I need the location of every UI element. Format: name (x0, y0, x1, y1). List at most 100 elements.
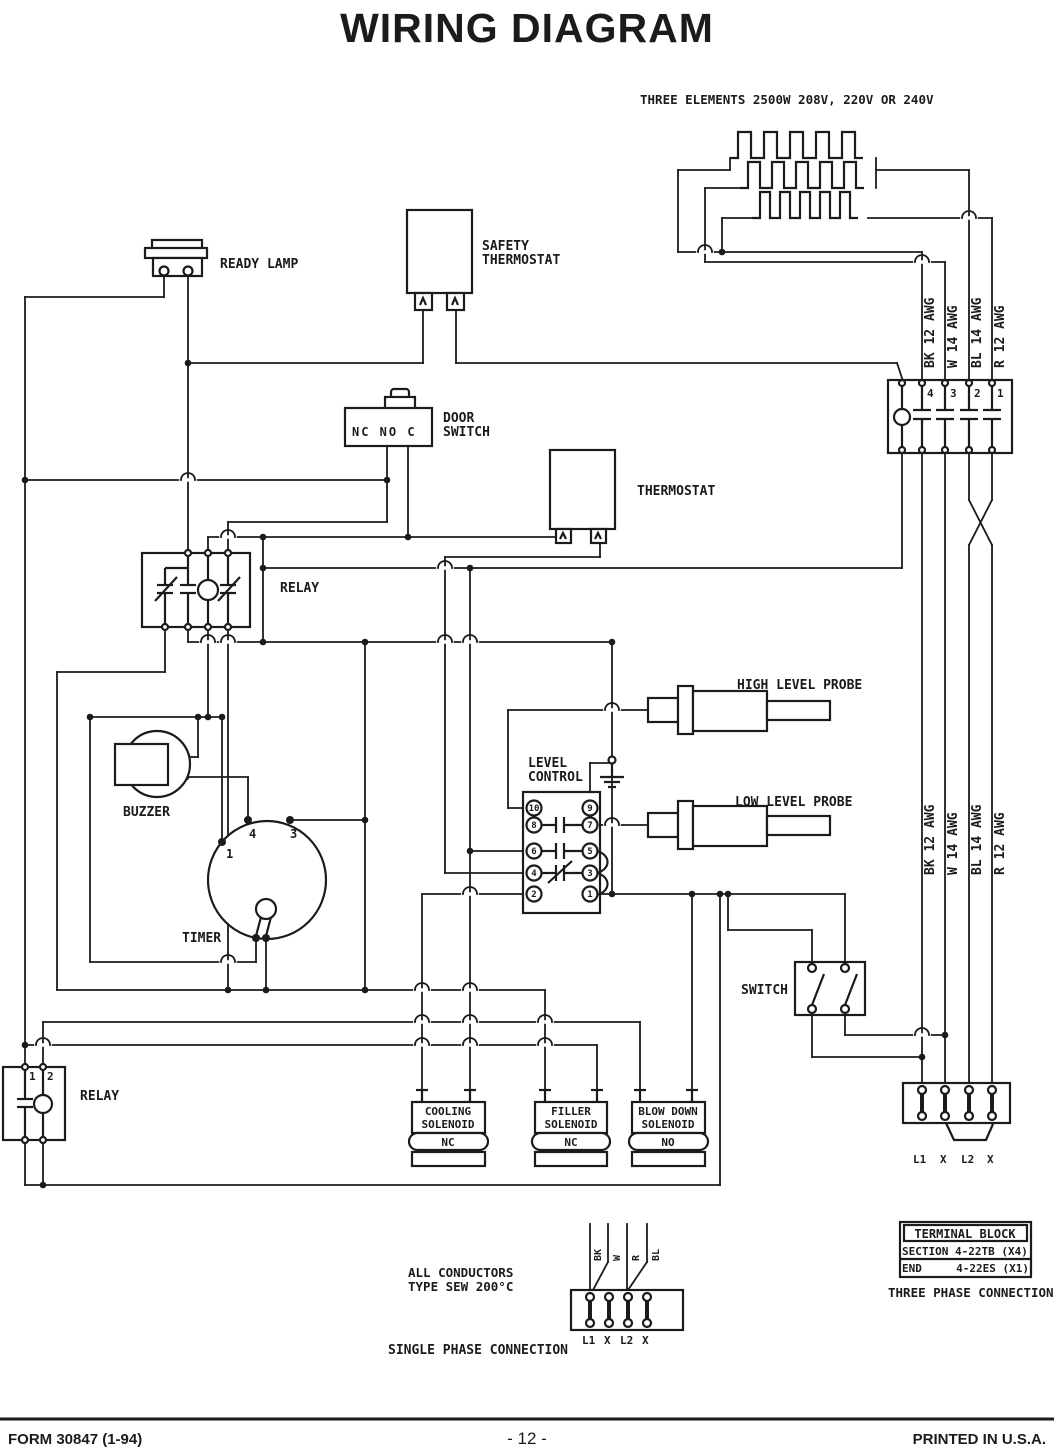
table-row-end-right: 4-22ES (X1) (956, 1262, 1029, 1275)
single-phase-note: SINGLE PHASE CONNECTION (388, 1343, 568, 1358)
high-level-probe (646, 684, 832, 736)
terminal-block-table: TERMINAL BLOCK SECTION 4-22TB (X4) END 4… (898, 1220, 1033, 1279)
table-row-end-left: END (902, 1262, 922, 1275)
table-row-section: SECTION 4-22TB (X4) (902, 1245, 1028, 1258)
wire-hops (34, 210, 978, 1047)
timer-pin-4: 4 (249, 827, 256, 841)
top-block-terminal-3: 3 (950, 387, 957, 400)
low-level-probe-label: LOW LEVEL PROBE (735, 795, 852, 810)
table-row-terminal-block: TERMINAL BLOCK (914, 1227, 1016, 1241)
top-block-terminal-2: 2 (974, 387, 981, 400)
single-block-L2: L2 (620, 1334, 633, 1347)
wire-label-bl-mini: BL (651, 1249, 662, 1261)
safety-thermostat (405, 208, 474, 312)
wire-network (21, 157, 994, 1292)
three-phase-terminal-block: L1 X L2 X (901, 1081, 1012, 1166)
wire-label-w-top: W 14 AWG (946, 305, 961, 368)
lc-pin-7: 7 (587, 821, 592, 831)
footer-page-number: - 12 - (507, 1429, 547, 1448)
door-switch (343, 387, 434, 448)
single-block-X: X (642, 1334, 649, 1347)
wire-label-bk-mini: BK (593, 1249, 604, 1261)
relay-lower: 1 2 (1, 1062, 67, 1145)
conductors-note-1: ALL CONDUCTORS (408, 1265, 513, 1280)
door-switch-label-2: SWITCH (443, 425, 490, 440)
lc-pin-1: 1 (587, 890, 592, 900)
timer-pin-1: 1 (226, 847, 233, 861)
wire-label-bk-top: BK 12 AWG (923, 297, 938, 368)
door-switch-contacts: NC NO C (352, 425, 417, 439)
lc-pin-2: 2 (531, 890, 536, 900)
switch (793, 960, 867, 1017)
cooling-solenoid: COOLING SOLENOID NC (407, 1088, 490, 1168)
top-block-terminal-4: 4 (927, 387, 934, 400)
solenoid-label: FILLER (551, 1105, 591, 1118)
block-terminal-X: X (987, 1153, 994, 1166)
wire-label-r-mid: R 12 AWG (993, 812, 1008, 875)
level-control-label-2: CONTROL (528, 770, 583, 785)
lc-pin-6: 6 (531, 847, 536, 857)
lc-pin-10: 10 (529, 804, 540, 814)
high-level-probe-label: HIGH LEVEL PROBE (737, 678, 862, 693)
conductors-note-2: TYPE SEW 200°C (408, 1279, 513, 1294)
level-control: 10 8 6 4 2 9 7 5 3 1 (521, 755, 624, 915)
three-phase-note: THREE PHASE CONNECTION (888, 1285, 1054, 1300)
relay-lower-pin-1: 1 (29, 1070, 36, 1083)
page-title: WIRING DIAGRAM (340, 5, 714, 51)
door-switch-label-1: DOOR (443, 411, 474, 426)
footer-printed-in: PRINTED IN U.S.A. (913, 1431, 1046, 1448)
single-block-X: X (604, 1334, 611, 1347)
switch-label: SWITCH (741, 983, 788, 998)
ready-lamp-label: READY LAMP (220, 257, 298, 272)
timer: 1 4 3 (206, 816, 328, 942)
solenoid-label: SOLENOID (545, 1118, 598, 1131)
solenoid-label: SOLENOID (422, 1118, 475, 1131)
lc-pin-4: 4 (531, 869, 537, 879)
timer-label: TIMER (182, 931, 221, 946)
wire-label-r-mini: R (631, 1254, 642, 1261)
page-footer: FORM 30847 (1-94) - 12 - PRINTED IN U.S.… (0, 1417, 1054, 1448)
solenoid-state: NO (661, 1136, 675, 1149)
solenoid-state: NC (441, 1136, 454, 1149)
relay-upper (140, 548, 252, 632)
relay-lower-pin-2: 2 (47, 1070, 54, 1083)
wire-label-bl-mid: BL 14 AWG (970, 804, 985, 875)
footer-form-number: FORM 30847 (1-94) (8, 1431, 142, 1448)
buzzer (113, 729, 192, 799)
lc-pin-8: 8 (531, 821, 536, 831)
ground-icon (600, 755, 624, 789)
level-control-label-1: LEVEL (528, 756, 567, 771)
block-terminal-X: X (940, 1153, 947, 1166)
thermostat (548, 448, 617, 545)
top-terminal-block: 4 3 2 1 (886, 378, 1014, 455)
ready-lamp (143, 238, 209, 278)
lc-pin-3: 3 (587, 869, 592, 879)
relay-upper-label: RELAY (280, 581, 319, 596)
solenoid-state: NC (564, 1136, 577, 1149)
solenoid-label: SOLENOID (642, 1118, 695, 1131)
single-phase-terminal-block: L1 X L2 X BK W R BL (569, 1249, 685, 1347)
solenoid-label: BLOW DOWN (638, 1105, 698, 1118)
block-terminal-L2: L2 (961, 1153, 974, 1166)
solenoid-label: COOLING (425, 1105, 472, 1118)
wire-label-w-mini: W (612, 1254, 623, 1261)
heating-elements (730, 130, 864, 220)
wire-label-r-top: R 12 AWG (993, 305, 1008, 368)
relay-lower-label: RELAY (80, 1089, 119, 1104)
lc-pin-5: 5 (587, 847, 592, 857)
safety-thermostat-label-2: THERMOSTAT (482, 253, 560, 268)
thermostat-label: THERMOSTAT (637, 484, 715, 499)
elements-note: THREE ELEMENTS 2500W 208V, 220V OR 240V (640, 92, 934, 107)
top-block-terminal-1: 1 (997, 387, 1004, 400)
wire-label-w-mid: W 14 AWG (946, 812, 961, 875)
timer-pin-3: 3 (290, 827, 297, 841)
safety-thermostat-label-1: SAFETY (482, 239, 529, 254)
wire-label-bk-mid: BK 12 AWG (923, 804, 938, 875)
buzzer-label: BUZZER (123, 805, 170, 820)
single-block-L1: L1 (582, 1334, 596, 1347)
lc-pin-9: 9 (587, 804, 592, 814)
wire-label-bl-top: BL 14 AWG (970, 297, 985, 368)
low-level-probe (646, 799, 832, 851)
